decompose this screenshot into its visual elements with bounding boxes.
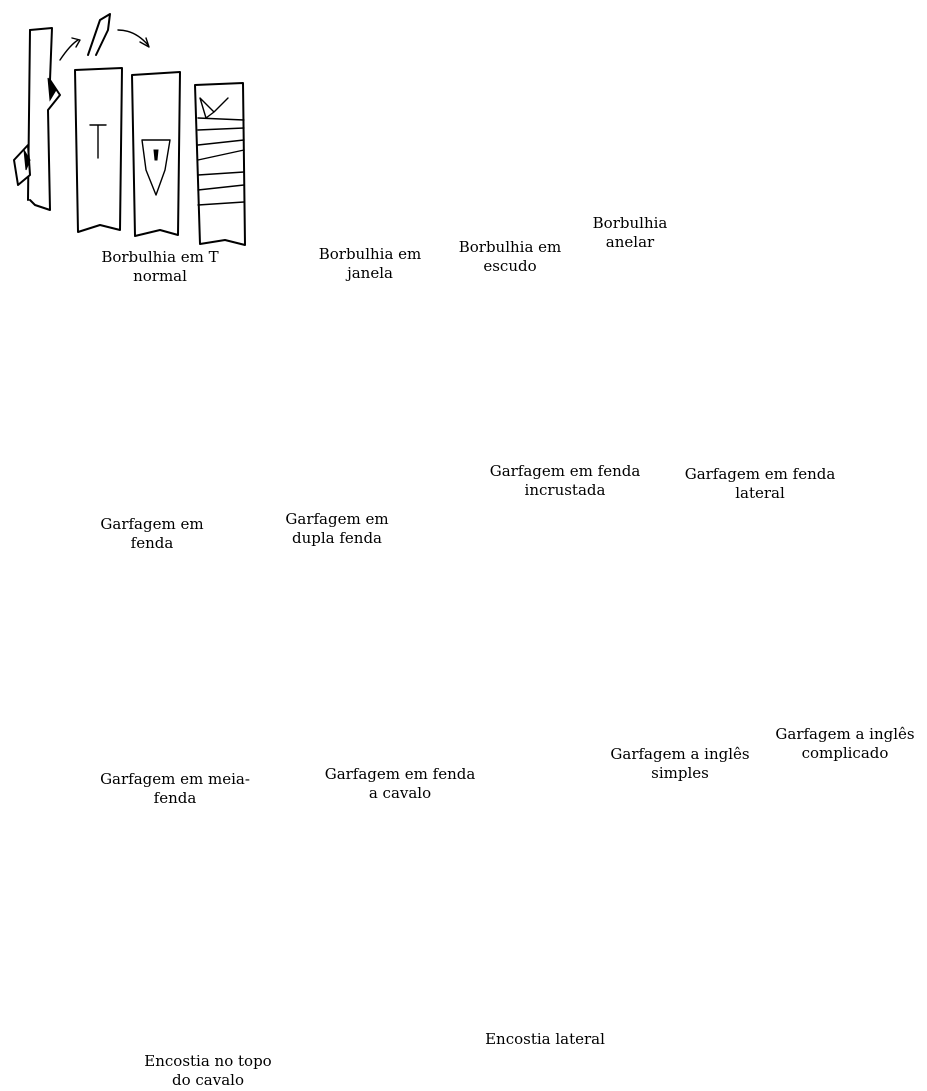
caption-line: Borbulhia (593, 214, 668, 233)
caption-garfagem-fenda: Garfagem em fenda (100, 515, 203, 553)
caption-garfagem-fenda-cavalo: Garfagem em fenda a cavalo (325, 765, 476, 803)
caption-line: Garfagem em (285, 510, 388, 529)
caption-line: Garfagem em fenda (325, 765, 476, 784)
caption-line: escudo (459, 257, 562, 276)
caption-line: a cavalo (325, 784, 476, 803)
caption-line: janela (319, 264, 422, 283)
caption-garfagem-ingles-simples: Garfagem a inglês simples (610, 745, 749, 783)
caption-garfagem-fenda-lateral: Garfagem em fenda lateral (685, 465, 836, 503)
caption-garfagem-ingles-complicado: Garfagem a inglês complicado (775, 725, 914, 763)
caption-line: Garfagem a inglês (775, 725, 914, 744)
caption-line: do cavalo (144, 1071, 271, 1090)
caption-encostia-topo: Encostia no topo do cavalo (144, 1052, 271, 1090)
caption-borbulhia-anelar: Borbulhia anelar (593, 214, 668, 252)
caption-line: lateral (685, 484, 836, 503)
caption-borbulhia-escudo: Borbulhia em escudo (459, 238, 562, 276)
caption-line: Garfagem em fenda (685, 465, 836, 484)
caption-line: complicado (775, 744, 914, 763)
caption-line: fenda (100, 789, 250, 808)
caption-line: Garfagem a inglês (610, 745, 749, 764)
caption-line: Borbulhia em T (101, 248, 218, 267)
caption-line: simples (610, 764, 749, 783)
caption-garfagem-dupla-fenda: Garfagem em dupla fenda (285, 510, 388, 548)
caption-garfagem-fenda-incrustada: Garfagem em fenda incrustada (490, 462, 641, 500)
caption-borbulhia-t: Borbulhia em T normal (101, 248, 218, 286)
caption-borbulhia-janela: Borbulhia em janela (319, 245, 422, 283)
caption-encostia-lateral: Encostia lateral (485, 1030, 605, 1049)
caption-line: Garfagem em fenda (490, 462, 641, 481)
caption-line: dupla fenda (285, 529, 388, 548)
caption-line: Garfagem em meia- (100, 770, 250, 789)
caption-line: Borbulhia em (319, 245, 422, 264)
caption-line: normal (101, 267, 218, 286)
caption-line: Garfagem em (100, 515, 203, 534)
borbulhia-t-drawing (14, 14, 245, 245)
caption-line: Borbulhia em (459, 238, 562, 257)
caption-line: anelar (593, 233, 668, 252)
caption-line: fenda (100, 534, 203, 553)
caption-garfagem-meia-fenda: Garfagem em meia- fenda (100, 770, 250, 808)
caption-line: Encostia lateral (485, 1030, 605, 1049)
caption-line: Encostia no topo (144, 1052, 271, 1071)
caption-line: incrustada (490, 481, 641, 500)
